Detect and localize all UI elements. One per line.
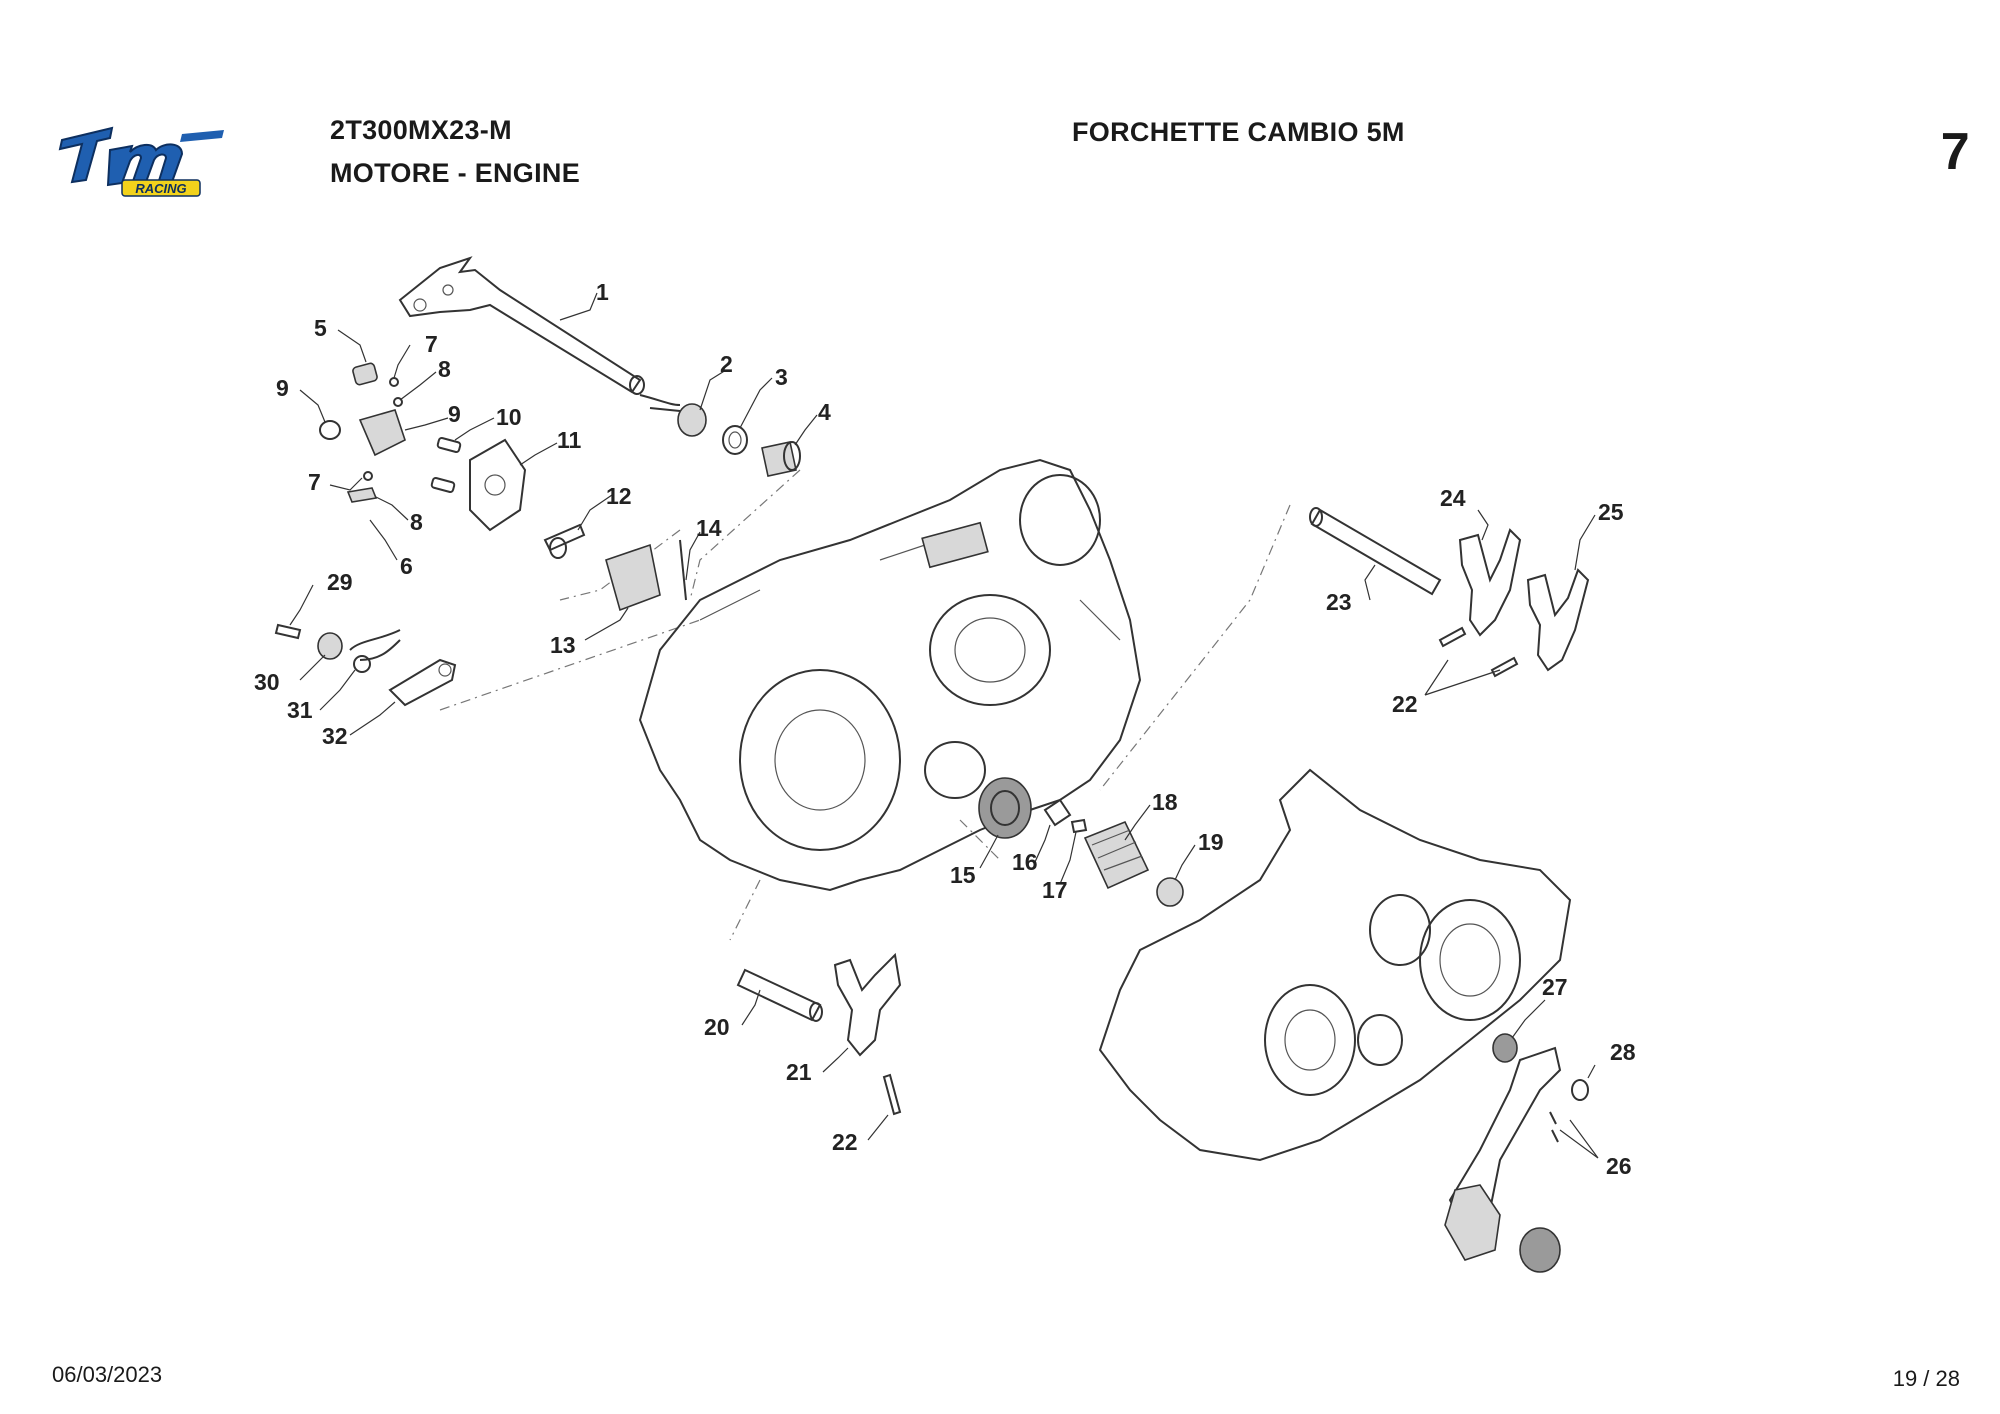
label-part-23: 23 <box>1326 589 1352 615</box>
label-part-24: 24 <box>1440 485 1466 511</box>
selector-mechanism-parts <box>319 362 687 612</box>
diagram-title: FORCHETTE CAMBIO 5M <box>1072 117 1405 147</box>
label-part-2: 2 <box>720 351 733 377</box>
shift-drum-parts <box>978 777 1184 907</box>
label-part-11: 11 <box>557 427 582 453</box>
label-part-30: 30 <box>254 669 280 695</box>
detent-arm-parts <box>274 623 457 707</box>
section-name: MOTORE - ENGINE <box>330 158 581 188</box>
label-part-21: 21 <box>786 1059 812 1085</box>
left-crankcase-half <box>638 458 1142 892</box>
label-part-14: 14 <box>696 515 722 541</box>
label-part-27: 27 <box>1542 974 1568 1000</box>
label-part-32: 32 <box>322 723 348 749</box>
label-part-19: 19 <box>1198 829 1224 855</box>
label-part-7a: 7 <box>425 331 438 357</box>
tm-racing-logo: RACING <box>58 126 224 197</box>
label-part-5: 5 <box>314 315 327 341</box>
label-part-28: 28 <box>1610 1039 1636 1065</box>
label-part-31: 31 <box>287 697 313 723</box>
label-part-8a: 8 <box>438 356 451 382</box>
label-part-16: 16 <box>1012 849 1038 875</box>
label-part-22b: 22 <box>1392 691 1418 717</box>
label-part-7b: 7 <box>308 469 321 495</box>
label-part-13: 13 <box>550 632 576 658</box>
fork-group-bottom <box>736 952 902 1116</box>
label-part-18: 18 <box>1152 789 1178 815</box>
label-part-6: 6 <box>400 553 413 579</box>
label-part-25: 25 <box>1598 499 1624 525</box>
label-part-9a: 9 <box>276 375 289 401</box>
label-part-17: 17 <box>1042 877 1068 903</box>
page-counter: 19 / 28 <box>1892 1366 1960 1391</box>
model-code: 2T300MX23-M <box>330 115 512 145</box>
racing-badge <box>121 179 201 197</box>
label-part-20: 20 <box>704 1014 730 1040</box>
small-parts-row-top <box>639 394 801 477</box>
racing-text: RACING <box>135 181 186 196</box>
label-part-29: 29 <box>327 569 353 595</box>
right-crankcase-half <box>1098 768 1572 1162</box>
label-part-4: 4 <box>818 399 831 425</box>
label-part-9b: 9 <box>448 401 461 427</box>
label-part-3: 3 <box>775 364 788 390</box>
label-leader-lines <box>289 292 1599 1159</box>
document-date: 06/03/2023 <box>52 1362 163 1387</box>
label-part-15: 15 <box>950 862 976 888</box>
label-part-12: 12 <box>606 483 632 509</box>
part-number-labels: 1 2 3 4 5 6 7 7 8 8 9 9 10 11 12 13 14 1… <box>254 279 1636 1179</box>
label-part-1: 1 <box>596 279 609 305</box>
label-part-22a: 22 <box>832 1129 858 1155</box>
label-part-10: 10 <box>496 404 522 430</box>
shift-lever-parts <box>1444 1046 1589 1273</box>
page-number: 7 <box>1940 123 1970 181</box>
label-part-8b: 8 <box>410 509 423 535</box>
shift-shaft-part <box>398 256 645 395</box>
label-part-26: 26 <box>1606 1153 1632 1179</box>
tm-logo-mark <box>58 126 224 187</box>
fork-group-right <box>1309 507 1590 678</box>
assembly-guide-lines <box>439 469 1291 941</box>
